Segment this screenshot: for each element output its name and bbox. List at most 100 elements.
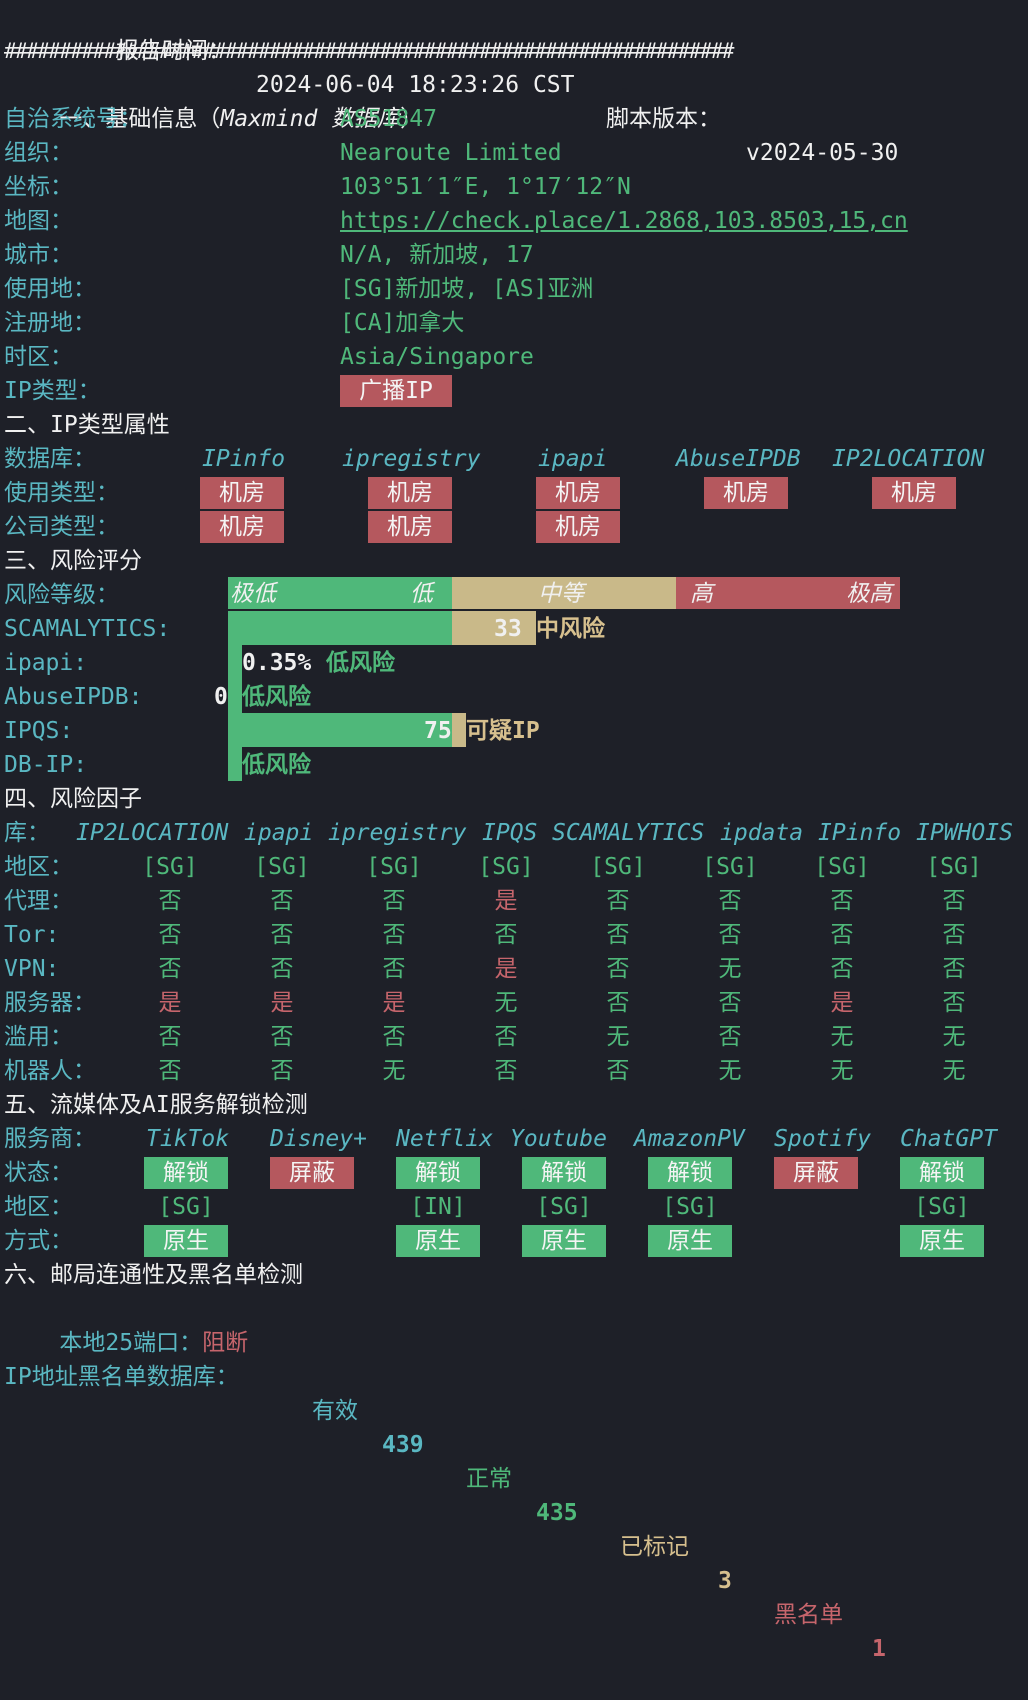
factor-cell: 否: [606, 922, 630, 948]
risk-level-text: 中风险: [536, 616, 605, 642]
info-label: 注册地：: [4, 310, 96, 336]
factor-cell: 无: [718, 1058, 742, 1084]
risk-level-text: 低风险: [326, 650, 395, 676]
usage-type-badge: 机房: [536, 477, 620, 509]
factor-cell: 无: [830, 1024, 854, 1050]
factor-cell: 无: [830, 1058, 854, 1084]
company-type-badge: 机房: [200, 511, 284, 543]
risk-score-value: 0: [214, 684, 228, 710]
factor-db-header: IPWHOIS: [916, 820, 1013, 846]
info-label: IP类型：: [4, 378, 101, 404]
factor-cell: 是: [494, 956, 518, 982]
risk-bar: [228, 645, 242, 679]
ip-type-badge: 广播IP: [340, 375, 452, 407]
streaming-region: [SG]: [158, 1194, 214, 1220]
provider-name: Spotify: [774, 1126, 871, 1152]
risk-bar: [452, 713, 466, 747]
unlock-status-badge: 解锁: [648, 1157, 732, 1189]
factor-cell: 否: [382, 956, 406, 982]
ip-type-db-label: 数据库：: [4, 446, 96, 472]
factor-cell: 无: [494, 990, 518, 1016]
company-type-badge: 机房: [368, 511, 452, 543]
blacklist-row: IP地址黑名单数据库： 有效 439 正常 435 已标记 3 黑名单 1: [0, 1326, 1028, 1662]
factor-cell: 是: [270, 990, 294, 1016]
streaming-region: [SG]: [914, 1194, 970, 1220]
normal-label: 正常: [466, 1466, 512, 1492]
unlock-status-badge: 解锁: [900, 1157, 984, 1189]
factor-cell: 否: [270, 888, 294, 914]
method-badge: 原生: [396, 1225, 480, 1257]
port25-value: 阻断: [202, 1330, 249, 1356]
factor-cell: [SG]: [254, 854, 310, 880]
info-value: [SG]新加坡, [AS]亚洲: [340, 276, 594, 302]
provider-label: 服务商：: [4, 1126, 96, 1152]
factor-cell: 否: [158, 922, 182, 948]
script-version-value: v2024-05-30: [746, 140, 899, 166]
map-link[interactable]: https://check.place/1.2868,103.8503,15,c…: [340, 208, 908, 234]
risk-score-value: 33: [494, 616, 522, 642]
scale-high-segment: [676, 577, 900, 609]
factor-cell: 无: [718, 956, 742, 982]
factor-cell: [SG]: [590, 854, 646, 880]
section-ip-type-title: 二、IP类型属性: [4, 412, 170, 438]
factor-cell: 否: [270, 922, 294, 948]
streaming-region: [IN]: [410, 1194, 466, 1220]
risk-bar: [452, 611, 536, 645]
factor-cell: 否: [606, 956, 630, 982]
scale-label: 低: [410, 581, 433, 607]
factor-cell: [SG]: [814, 854, 870, 880]
factor-cell: 否: [494, 1024, 518, 1050]
company-type-label: 公司类型：: [4, 514, 119, 540]
method-label: 方式：: [4, 1228, 73, 1254]
factor-cell: [SG]: [142, 854, 198, 880]
factor-cell: 否: [718, 990, 742, 1016]
risk-level-label: 风险等级：: [4, 582, 119, 608]
db-header: AbuseIPDB: [676, 446, 801, 472]
scale-label: 极高: [846, 581, 892, 607]
factor-row-label: 滥用：: [4, 1024, 73, 1050]
factor-cell: 无: [942, 1024, 966, 1050]
streaming-region: [SG]: [536, 1194, 592, 1220]
factor-cell: 否: [830, 956, 854, 982]
factor-db-header: IPinfo: [818, 820, 902, 846]
blacklist-label: IP地址黑名单数据库：: [4, 1364, 239, 1390]
factor-row-label: 地区：: [4, 854, 73, 880]
factor-db-header: ipapi: [244, 820, 314, 846]
method-badge: 原生: [522, 1225, 606, 1257]
factor-cell: 否: [606, 1058, 630, 1084]
streaming-region: [SG]: [662, 1194, 718, 1220]
factor-db-header: ipdata: [720, 820, 804, 846]
valid-label: 有效: [312, 1398, 358, 1424]
risk-factors-lib-label: 库：: [4, 820, 50, 846]
db-header: ipregistry: [342, 446, 481, 472]
factor-cell: 否: [606, 990, 630, 1016]
normal-count: 435: [536, 1500, 578, 1526]
info-value: 103°51′1″E, 1°17′12″N: [340, 174, 631, 200]
factor-cell: 否: [382, 922, 406, 948]
factor-cell: 否: [942, 956, 966, 982]
risk-bar: [228, 679, 242, 713]
section-title-part: ）: [400, 106, 424, 132]
provider-name: ChatGPT: [900, 1126, 997, 1152]
risk-level-text: 低风险: [242, 752, 311, 778]
factor-cell: [SG]: [702, 854, 758, 880]
usage-type-badge: 机房: [368, 477, 452, 509]
factor-cell: 否: [830, 922, 854, 948]
info-label: 使用地：: [4, 276, 96, 302]
factor-cell: 无: [606, 1024, 630, 1050]
separator-line: ########################################…: [4, 39, 734, 63]
factor-db-header: IPQS: [482, 820, 538, 846]
status-label: 状态：: [4, 1160, 73, 1186]
scale-label: 高: [690, 581, 713, 607]
factor-cell: 否: [718, 1024, 742, 1050]
info-value: Nearoute Limited: [340, 140, 562, 166]
streaming-region-label: 地区：: [4, 1194, 73, 1220]
factor-db-header: SCAMALYTICS: [552, 820, 705, 846]
info-label: 地图：: [4, 208, 73, 234]
unlock-status-badge: 屏蔽: [774, 1157, 858, 1189]
factor-row-label: 代理：: [4, 888, 73, 914]
risk-level-text: 低风险: [242, 684, 311, 710]
factor-row-label: VPN:: [4, 956, 60, 982]
section-risk-factors-title: 四、风险因子: [4, 786, 142, 812]
info-value: N/A, 新加坡, 17: [340, 242, 534, 268]
